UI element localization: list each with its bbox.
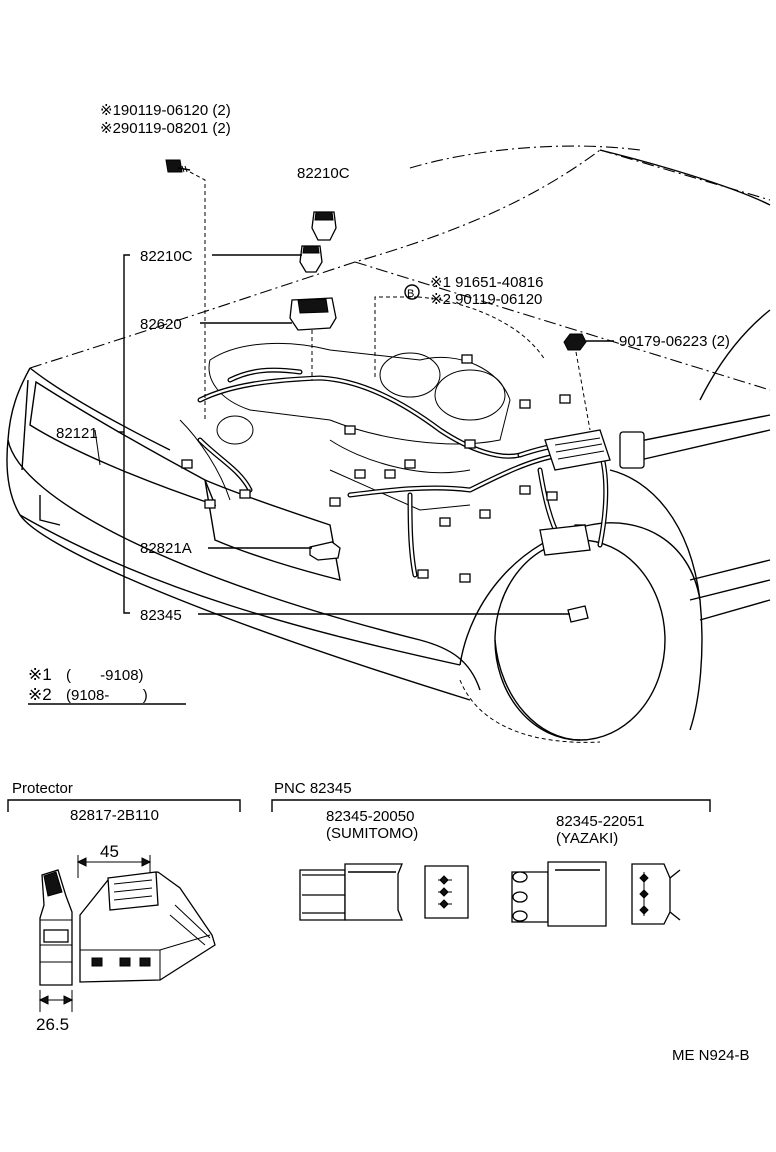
callout-b-part-1: ※1 91651-40816 — [430, 274, 544, 291]
pnc-variant-1-part: 82345-20050 — [326, 808, 414, 825]
callout-82620: 82620 — [140, 316, 182, 333]
bolt-part — [165, 159, 191, 173]
callout-nut: 90179-06223 (2) — [619, 333, 730, 350]
protector-title: Protector — [12, 780, 73, 797]
callout-b-part-2: ※2 90119-06120 — [430, 291, 542, 308]
circle-b-label: B — [407, 288, 414, 300]
callout-82121: 82121 — [56, 425, 98, 442]
pnc-title: PNC 82345 — [274, 780, 352, 797]
callout-82821a: 82821A — [140, 540, 192, 557]
car-body-illustration — [6, 145, 771, 743]
pnc-variant-1-maker: (SUMITOMO) — [326, 825, 418, 842]
pnc-variant-2-part: 82345-22051 — [556, 813, 644, 830]
callout-82345: 82345 — [140, 607, 182, 624]
protector-dim-width: 45 — [100, 842, 119, 861]
sumitomo-connector-illustration — [299, 863, 469, 921]
legend-range-2: (9108- ) — [66, 687, 148, 704]
legend-mark-2: ※2 — [28, 685, 52, 704]
diagram-code: ME N924-B — [672, 1047, 750, 1064]
yazaki-connector-illustration — [511, 861, 681, 927]
callout-82210c-left: 82210C — [140, 248, 193, 265]
nut-part — [563, 333, 587, 351]
legend-mark-1: ※1 — [28, 665, 52, 684]
protector-part-no: 82817-2B110 — [70, 807, 159, 824]
engine-harness-illustration — [179, 342, 645, 623]
protector-dim-depth: 26.5 — [36, 1015, 69, 1034]
bolt-note-line-2: ※290119-08201 (2) — [100, 120, 231, 137]
callout-82210c-top: 82210C — [297, 165, 350, 182]
legend-range-1: ( -9108) — [66, 667, 144, 684]
bolt-note-line-1: ※190119-06120 (2) — [100, 102, 231, 119]
relay-82210c-top — [311, 211, 337, 241]
protector-illustration — [38, 855, 216, 1012]
relay-82210c-left — [299, 245, 323, 273]
pnc-variant-2-maker: (YAZAKI) — [556, 830, 618, 847]
relay-block-82620 — [289, 297, 337, 331]
